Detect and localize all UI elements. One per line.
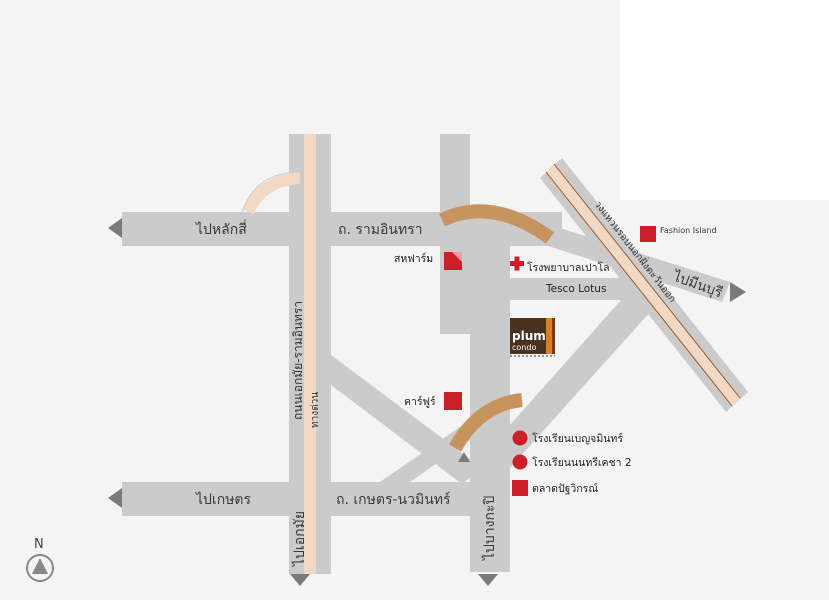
road-bangkapi-upper <box>440 134 470 334</box>
bridge-bangkapi <box>448 393 523 452</box>
carrefour-marker <box>444 392 462 410</box>
road-diagonal-sw <box>380 420 470 482</box>
plum-logo-line1: plum <box>512 329 546 343</box>
label-to-laksi: ไปหลักสี่ <box>195 220 247 238</box>
top-right-panel <box>620 0 829 200</box>
plum-logo-line2: condo <box>512 343 536 352</box>
label-carrefour: คาร์ฟูร์ <box>404 395 436 408</box>
school-benjamin-marker <box>512 430 528 446</box>
direction-arrows <box>108 218 746 586</box>
label-fashion-island: Fashion Island <box>660 226 717 235</box>
market-marker <box>512 480 528 496</box>
expressway-vertical <box>304 134 316 574</box>
label-kaset-nawamin: ถ. เกษตร-นวมินทร์ <box>336 491 451 508</box>
label-tesco: Tesco Lotus <box>545 283 606 295</box>
north-arrow-icon <box>32 558 48 574</box>
bridge-ramintra <box>438 204 555 244</box>
label-ramintra: ถ. รามอินทรา <box>338 222 423 238</box>
label-to-ekamai: ไปเอกมัย <box>291 511 308 567</box>
fashion-island-marker <box>640 226 656 242</box>
label-ekamai-ramintra: ถนนเอกมัย-รามอินทรา <box>291 301 305 420</box>
compass-label: N <box>34 537 44 552</box>
label-market: ตลาดปัฐวิกรณ์ <box>532 482 598 495</box>
arrow-right-minburi <box>730 282 746 302</box>
arrow-junction-marker <box>458 452 470 462</box>
arrow-down-ekamai <box>290 574 310 586</box>
school-nonsi-marker <box>512 454 528 470</box>
label-expressway: ทางด่วน <box>310 392 321 428</box>
arrow-down-bangkapi <box>478 574 498 586</box>
road-tesco-spur <box>510 278 630 300</box>
plum-condo-logo: plum condo <box>510 318 555 357</box>
expressway-outer-ring <box>546 164 740 406</box>
label-to-bangkapi: ไปบางกะปิ <box>481 495 498 561</box>
label-to-kaset: ไปเกษตร <box>195 491 252 508</box>
label-school-nonsi: โรงเรียนนนทรีเคชา 2 <box>532 456 632 469</box>
expressway-network <box>241 134 741 574</box>
compass: N <box>26 537 54 582</box>
arrow-left-kaset <box>108 488 122 508</box>
expressway-ramp <box>242 172 301 215</box>
label-hospital: โรงพยาบาลเปาโล <box>527 261 610 274</box>
hospital-icon <box>510 256 524 271</box>
arrow-left-laksi <box>108 218 122 238</box>
label-sahafarm: สหฟาร์ม <box>394 252 433 265</box>
label-school-benjamin: โรงเรียนเบญจมินทร์ <box>532 432 623 445</box>
